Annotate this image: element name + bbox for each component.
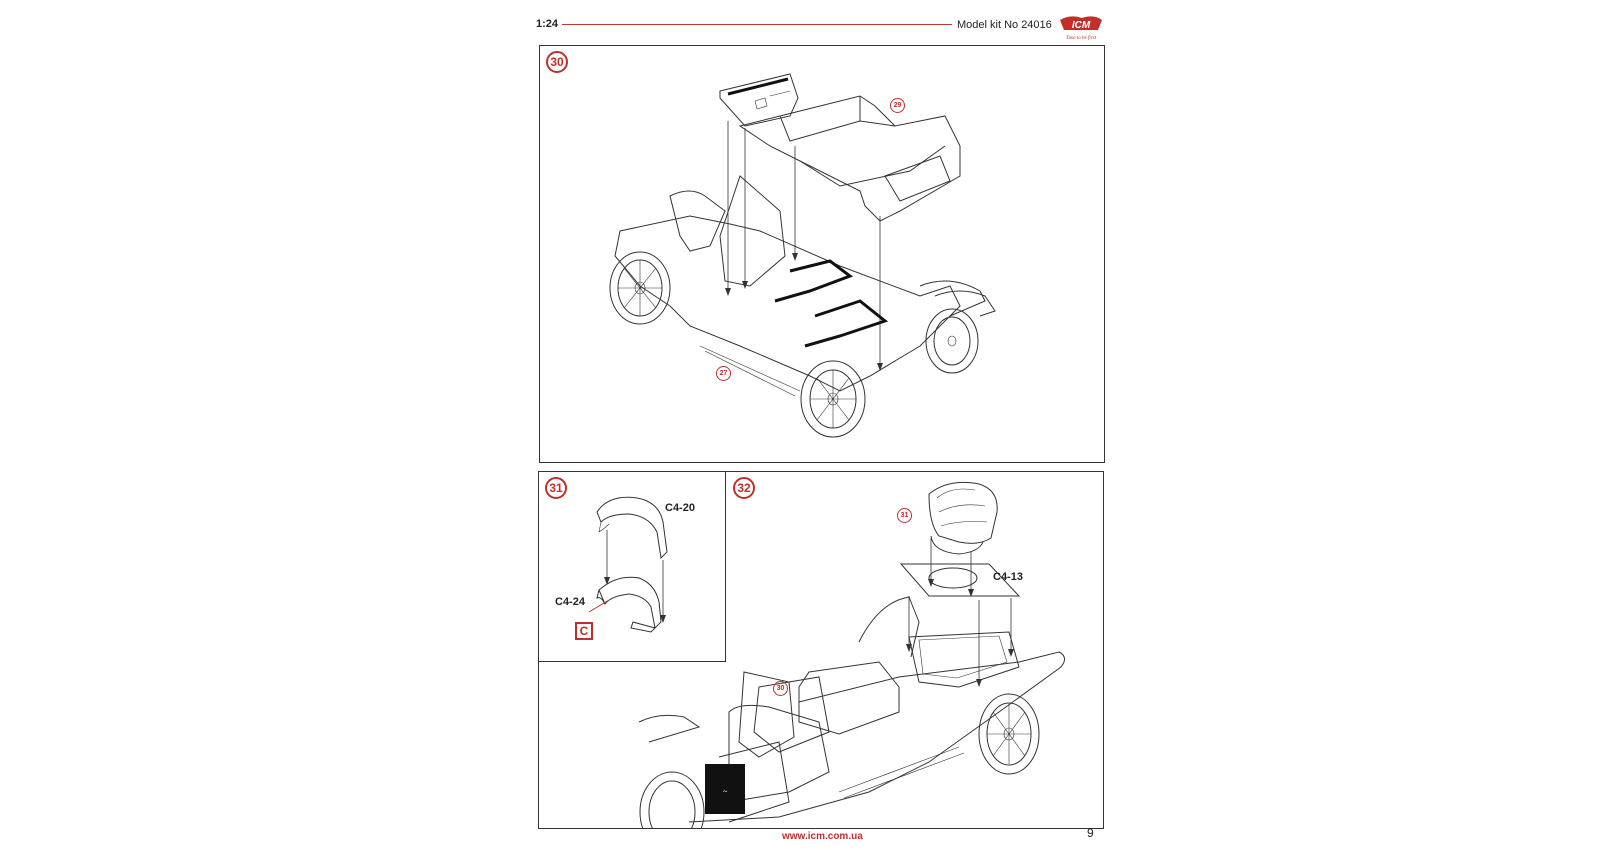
- ref-step-31: 31: [897, 508, 912, 523]
- part-label-c4-13: C4-13: [993, 571, 1023, 583]
- sprue-c-marker-overlay: C: [575, 622, 593, 640]
- step-number-32: 32: [733, 477, 755, 499]
- rear-fender: [934, 290, 996, 317]
- part-label-c4-24-overlay: C4-24: [555, 596, 585, 608]
- ref-step-27: 27: [716, 366, 731, 381]
- ref-step-29: 29: [890, 98, 905, 113]
- wheel-rear: [978, 693, 1040, 775]
- kit-number: Model kit No 24016: [957, 19, 1052, 31]
- wheel-rear-left: [800, 360, 866, 438]
- seat-assembly-31: [928, 481, 998, 555]
- icm-logo: ICM Time to be first: [1058, 14, 1104, 42]
- radiator-script: ~: [723, 787, 728, 796]
- wheel-rear-right: [925, 308, 979, 374]
- step-30-drawing: [609, 73, 996, 438]
- page-number: 9: [1087, 826, 1094, 840]
- car-body-30: [638, 596, 1065, 823]
- step-31-overlay: 31 C4-20 C4-24 C: [538, 471, 726, 662]
- part-label-c4-20-overlay: C4-20: [665, 502, 695, 514]
- wheel-front-left: [609, 251, 671, 325]
- wheel-front: [639, 771, 705, 828]
- body-tub-29: [719, 73, 961, 222]
- header-rule: [562, 24, 952, 25]
- part-c4-13: [899, 563, 1021, 597]
- step-number-31-overlay: 31: [545, 477, 567, 499]
- logo-text: ICM: [1072, 20, 1091, 31]
- website-url: www.icm.com.ua: [782, 831, 863, 842]
- scale-label: 1:24: [536, 18, 559, 30]
- step-32-drawing: ~: [638, 481, 1065, 828]
- step-31-overlay-drawing: [588, 496, 668, 633]
- step-30-panel: 30: [539, 45, 1105, 463]
- chassis-27: [614, 175, 986, 397]
- logo-tagline: Time to be first: [1066, 36, 1097, 41]
- ref-step-30: 30: [773, 681, 788, 696]
- radiator: ~: [705, 764, 745, 814]
- step-number-30: 30: [546, 51, 568, 73]
